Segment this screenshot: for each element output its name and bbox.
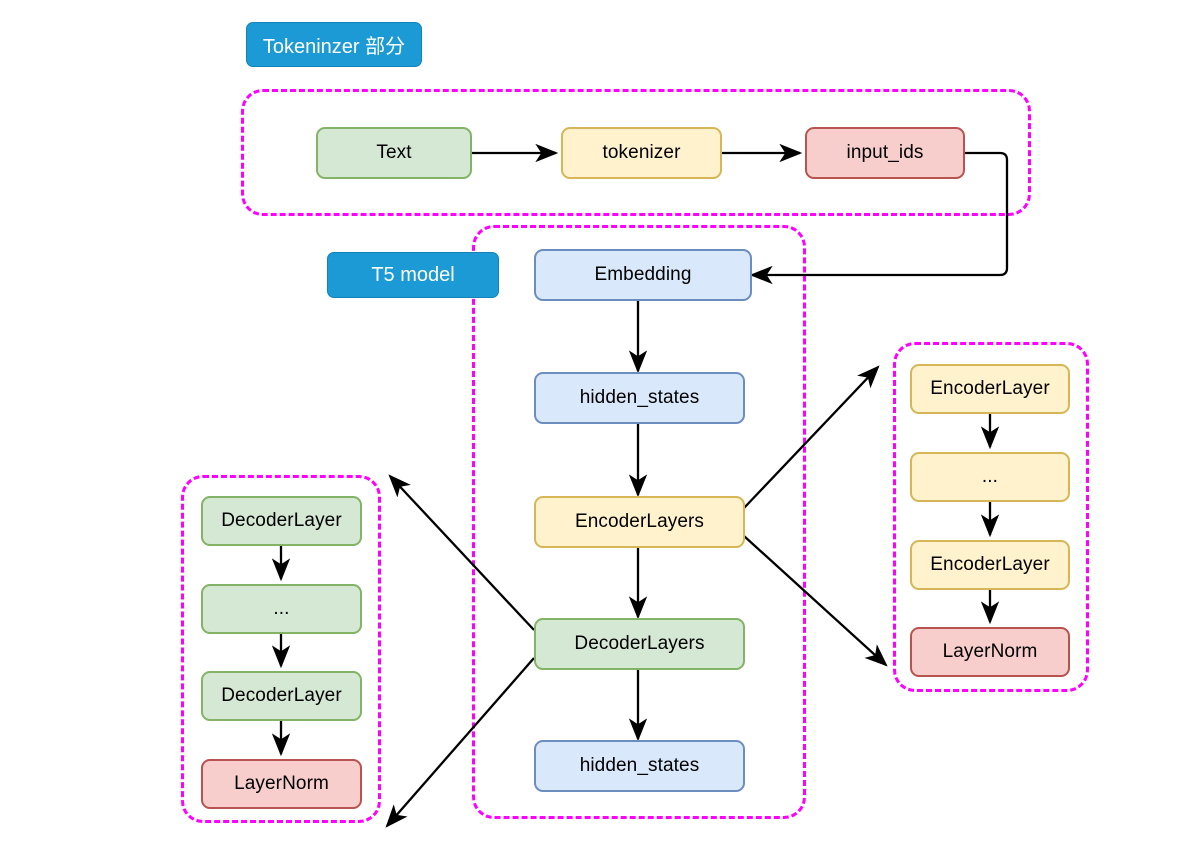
group-tokenizer (241, 89, 1031, 216)
node-encoder-layer-first-label: EncoderLayer (930, 377, 1050, 399)
node-embedding-label: Embedding (594, 263, 692, 285)
node-decoder-layer-last[interactable]: DecoderLayer (201, 671, 362, 721)
node-encoder-layer-last-label: EncoderLayer (930, 553, 1050, 575)
node-decoder-layer-first-label: DecoderLayer (221, 509, 342, 531)
node-encoder-ellipsis-label: ... (981, 465, 999, 487)
badge-tokenizer-section[interactable]: Tokeninzer 部分 (246, 22, 422, 67)
node-decoder-layernorm[interactable]: LayerNorm (201, 759, 362, 809)
badge-tokenizer-label: Tokeninzer 部分 (262, 36, 406, 58)
group-encoder-stack (893, 342, 1089, 692)
node-text-label: Text (376, 141, 412, 163)
node-decoder-layers[interactable]: DecoderLayers (534, 618, 745, 670)
node-encoder-layer-first[interactable]: EncoderLayer (910, 364, 1070, 414)
node-tokenizer-label: tokenizer (602, 141, 681, 163)
node-encoder-layer-last[interactable]: EncoderLayer (910, 540, 1070, 590)
node-hidden-states-bottom[interactable]: hidden_states (534, 740, 745, 792)
node-decoder-layer-first[interactable]: DecoderLayer (201, 496, 362, 546)
node-hidden-states-top[interactable]: hidden_states (534, 372, 745, 424)
node-encoder-ellipsis[interactable]: ... (910, 452, 1070, 502)
node-hidden-states-bottom-label: hidden_states (579, 754, 700, 776)
node-tokenizer[interactable]: tokenizer (561, 127, 722, 179)
node-decoder-layers-label: DecoderLayers (574, 632, 705, 654)
node-decoder-layernorm-label: LayerNorm (234, 772, 329, 794)
node-decoder-layer-last-label: DecoderLayer (221, 684, 342, 706)
node-encoder-layers-label: EncoderLayers (574, 510, 705, 532)
badge-t5-model-label: T5 model (371, 263, 455, 286)
group-decoder-stack (181, 475, 381, 823)
node-encoder-layers[interactable]: EncoderLayers (534, 496, 745, 548)
badge-t5-model-section[interactable]: T5 model (327, 252, 499, 298)
node-decoder-ellipsis[interactable]: ... (201, 584, 362, 634)
node-input-ids-label: input_ids (846, 141, 924, 163)
node-hidden-states-top-label: hidden_states (579, 386, 700, 408)
node-decoder-ellipsis-label: ... (273, 597, 290, 619)
node-encoder-layernorm[interactable]: LayerNorm (910, 627, 1070, 677)
node-embedding[interactable]: Embedding (534, 249, 752, 301)
node-text[interactable]: Text (316, 127, 472, 179)
node-input-ids[interactable]: input_ids (805, 127, 965, 179)
node-encoder-layernorm-label: LayerNorm (942, 640, 1038, 662)
